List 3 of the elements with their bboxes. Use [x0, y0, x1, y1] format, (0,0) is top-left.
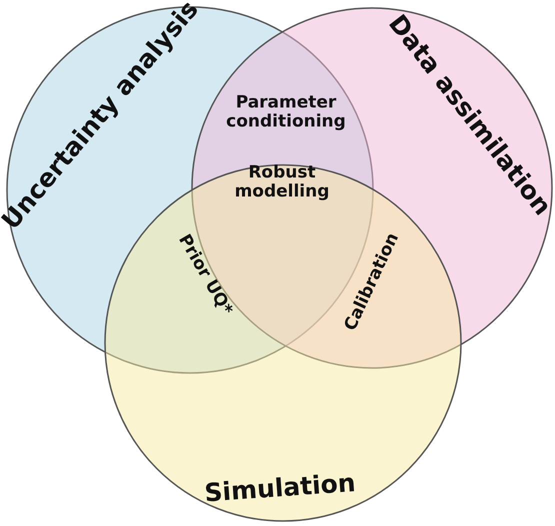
set-title: Simulation — [204, 469, 356, 507]
overlap-label: Robust modelling — [234, 163, 330, 201]
overlap-label: Parameter conditioning — [225, 93, 347, 131]
